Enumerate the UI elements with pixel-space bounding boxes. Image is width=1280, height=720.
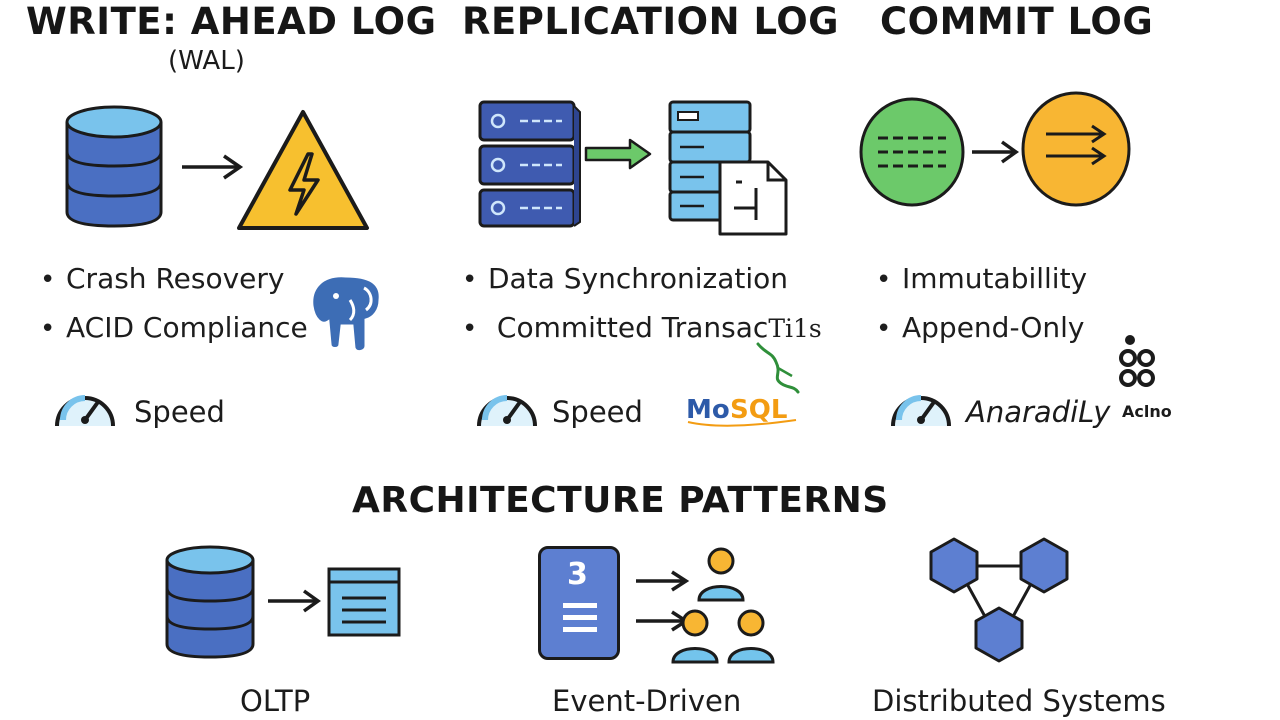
postgres-elephant-icon <box>310 274 382 354</box>
database-icon <box>65 105 163 228</box>
wal-metric-speed: Speed <box>134 395 225 429</box>
user-icon <box>697 547 745 602</box>
arrow-right-icon <box>584 138 652 170</box>
distributed-caption: Distributed Systems <box>872 684 1166 718</box>
replication-bullet-committed-tail: Ti1s <box>768 314 822 343</box>
replication-bullet-committed-text: Committed Transac <box>496 311 769 344</box>
arrow-right-icon <box>636 570 690 592</box>
user-icon <box>671 609 719 664</box>
server-stack-icon <box>478 100 581 228</box>
arrow-right-icon <box>972 140 1020 164</box>
commit-metric: AnaradiLy <box>966 395 1111 429</box>
wal-title: WRITE: AHEAD LOG <box>26 0 437 43</box>
document-icon <box>718 160 788 236</box>
wal-bullet-crash-recovery: Crash Resovery <box>40 262 284 295</box>
arrows-circle-icon <box>1021 91 1131 207</box>
commit-bullet-append-only: Append-Only <box>876 311 1084 344</box>
hexagon-network-icon <box>929 537 1069 663</box>
replication-bullet-committed: Committed TransacTi1s <box>462 311 822 344</box>
replication-metric-speed: Speed <box>552 395 643 429</box>
commit-logo-icon <box>1119 335 1155 387</box>
commit-logo-text: Aclno <box>1122 402 1172 421</box>
wal-bullet-acid: ACID Compliance <box>40 311 308 344</box>
arrow-right-icon <box>182 154 244 180</box>
svg-text:Mo: Mo <box>686 395 730 425</box>
replication-title: REPLICATION LOG <box>462 0 840 43</box>
speed-gauge-icon <box>891 395 951 427</box>
commit-bullet-immutability: Immutabillity <box>876 262 1087 295</box>
architecture-title: ARCHITECTURE PATTERNS <box>352 480 889 521</box>
event-driven-caption: Event-Driven <box>552 684 742 718</box>
queue-icon: 3 <box>538 546 620 660</box>
wal-subtitle: (WAL) <box>168 46 245 76</box>
mysql-logo: Mo SQL <box>686 395 797 427</box>
warning-lightning-icon <box>237 110 369 230</box>
user-icon <box>727 609 775 664</box>
queue-number: 3 <box>567 557 588 592</box>
speed-gauge-icon <box>477 395 537 427</box>
database-icon <box>165 545 255 659</box>
arrow-right-icon <box>268 589 322 613</box>
commit-title: COMMIT LOG <box>880 0 1154 43</box>
squiggle-icon <box>756 342 800 394</box>
oltp-caption: OLTP <box>240 684 311 718</box>
replication-bullet-data-sync: Data Synchronization <box>462 262 788 295</box>
speed-gauge-icon <box>55 395 115 427</box>
list-circle-icon <box>859 97 965 207</box>
document-icon <box>327 567 401 637</box>
svg-text:SQL: SQL <box>730 395 787 425</box>
